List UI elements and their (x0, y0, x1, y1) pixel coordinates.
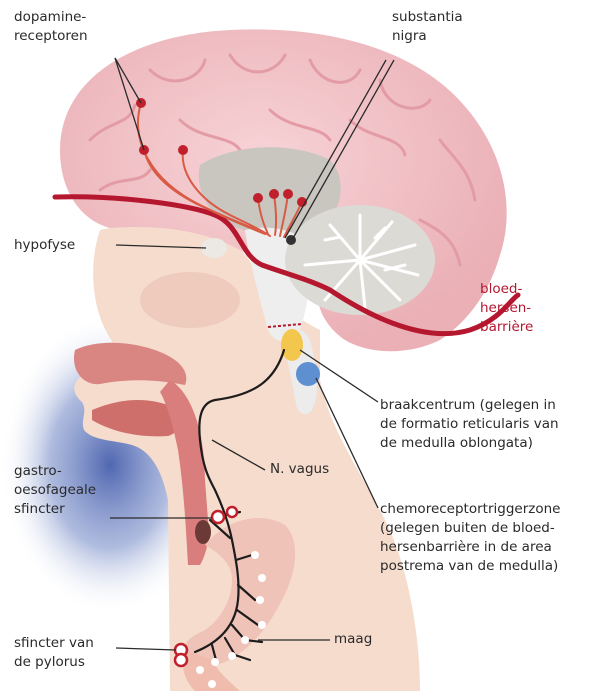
pylorus-line-2: de pylorus (14, 653, 94, 672)
label-substantia-nigra: substantia nigra (392, 8, 463, 46)
label-gastro-sphincter: gastro- oesofageale sfincter (14, 462, 96, 519)
braak-line-2: de formatio reticularis van (380, 415, 559, 434)
dopamine-line-1: dopamine- (14, 8, 88, 27)
gastro-line-3: sfincter (14, 500, 96, 519)
bbb-line-1: bloed- (480, 280, 533, 299)
label-braakcentrum: braakcentrum (gelegen in de formatio ret… (380, 396, 559, 453)
pylorus-marker-2 (175, 654, 187, 666)
ctz-area (296, 362, 320, 386)
label-maag: maag (334, 630, 372, 649)
cerebellum (285, 205, 435, 315)
braak-line-1: braakcentrum (gelegen in (380, 396, 559, 415)
pylorus-line-1: sfincter van (14, 634, 94, 653)
ctz-line-3: hersenbarrière in de area (380, 538, 560, 557)
braak-line-3: de medulla oblongata) (380, 434, 559, 453)
leader-pylorus (116, 648, 176, 650)
dopamine-line-2: receptoren (14, 27, 88, 46)
sinus-shape (140, 272, 240, 328)
label-ctz: chemoreceptortriggerzone (gelegen buiten… (380, 500, 560, 576)
gastro-sphincter-marker (212, 511, 224, 523)
vomiting-center (281, 329, 303, 361)
label-dopamine-receptors: dopamine- receptoren (14, 8, 88, 46)
gastro-line-2: oesofageale (14, 481, 96, 500)
ctz-line-2: (gelegen buiten de bloed- (380, 519, 560, 538)
substantia-line-2: nigra (392, 27, 463, 46)
bbb-line-3: barrière (480, 318, 533, 337)
gastro-line-1: gastro- (14, 462, 96, 481)
lower-esophagus-dark (195, 520, 211, 544)
label-hypofyse: hypofyse (14, 236, 75, 255)
gastro-sphincter-marker-2 (227, 507, 237, 517)
bbb-line-2: hersen- (480, 299, 533, 318)
label-blood-brain-barrier: bloed- hersen- barrière (480, 280, 533, 337)
ctz-line-4: postrema van de medulla) (380, 557, 560, 576)
substantia-line-1: substantia (392, 8, 463, 27)
ctz-line-1: chemoreceptortriggerzone (380, 500, 560, 519)
label-pylorus-sphincter: sfincter van de pylorus (14, 634, 94, 672)
label-n-vagus: N. vagus (270, 460, 329, 479)
